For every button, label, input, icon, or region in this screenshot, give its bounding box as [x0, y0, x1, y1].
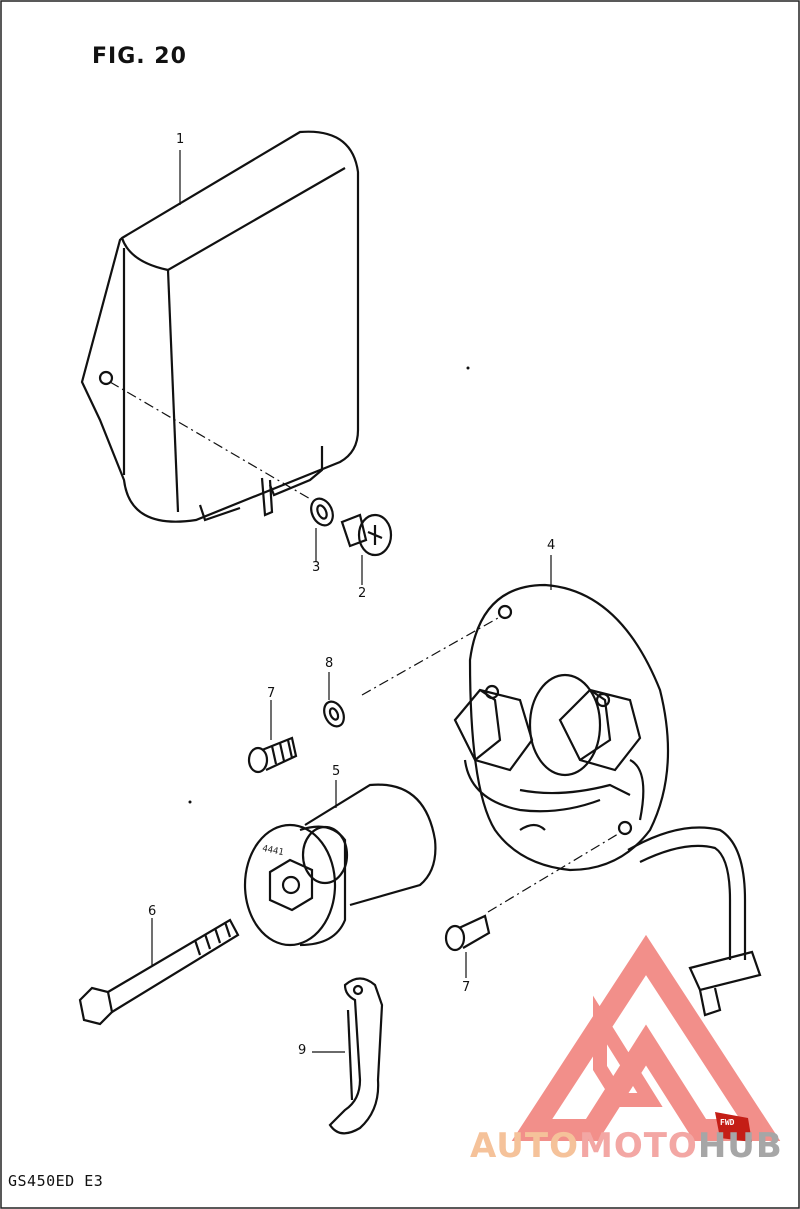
part-9-clamp: [328, 977, 384, 1135]
callout-1: 1: [176, 132, 185, 147]
callout-5: 5: [332, 764, 341, 779]
callout-6: 6: [148, 904, 157, 919]
callout-2: 2: [358, 586, 367, 601]
callout-3: 3: [312, 560, 321, 575]
assembly-line-1: [109, 381, 313, 501]
watermark-logo: [511, 934, 781, 1141]
part-2-screw: [340, 513, 393, 557]
watermark-moto: MOTO: [578, 1126, 698, 1166]
part-3-washer: [310, 497, 334, 527]
watermark-auto: AUTO: [470, 1126, 579, 1166]
stray-dot-2: [188, 800, 192, 804]
fwd-tag: [715, 1112, 752, 1142]
callout-4: 4: [547, 538, 556, 553]
stray-dot-1: [466, 366, 470, 370]
part-8-washer: [323, 700, 345, 728]
model-code: GS450ED E3: [8, 1172, 104, 1190]
callout-7-upper: 7: [267, 686, 276, 701]
part-1-control-unit: [80, 130, 360, 523]
leader-lines: [151, 150, 552, 1053]
part-7-screw-upper: [247, 736, 298, 774]
assembly-line-3: [487, 833, 619, 913]
watermark-text: AUTOMOTOHUB: [470, 1126, 783, 1166]
part-7-screw-lower: [444, 914, 491, 952]
watermark-hub: HUB: [697, 1126, 783, 1166]
part-5-signal-rotor: [243, 783, 437, 947]
part-6-bolt: [78, 918, 240, 1026]
part-4-pickup-plate: [453, 583, 762, 1017]
callout-8: 8: [325, 656, 334, 671]
callout-9: 9: [298, 1043, 307, 1058]
callout-7-lower: 7: [462, 980, 471, 995]
assembly-line-2: [361, 617, 499, 696]
fwd-label: FWD: [720, 1118, 735, 1127]
figure-title: FIG. 20: [92, 44, 187, 69]
